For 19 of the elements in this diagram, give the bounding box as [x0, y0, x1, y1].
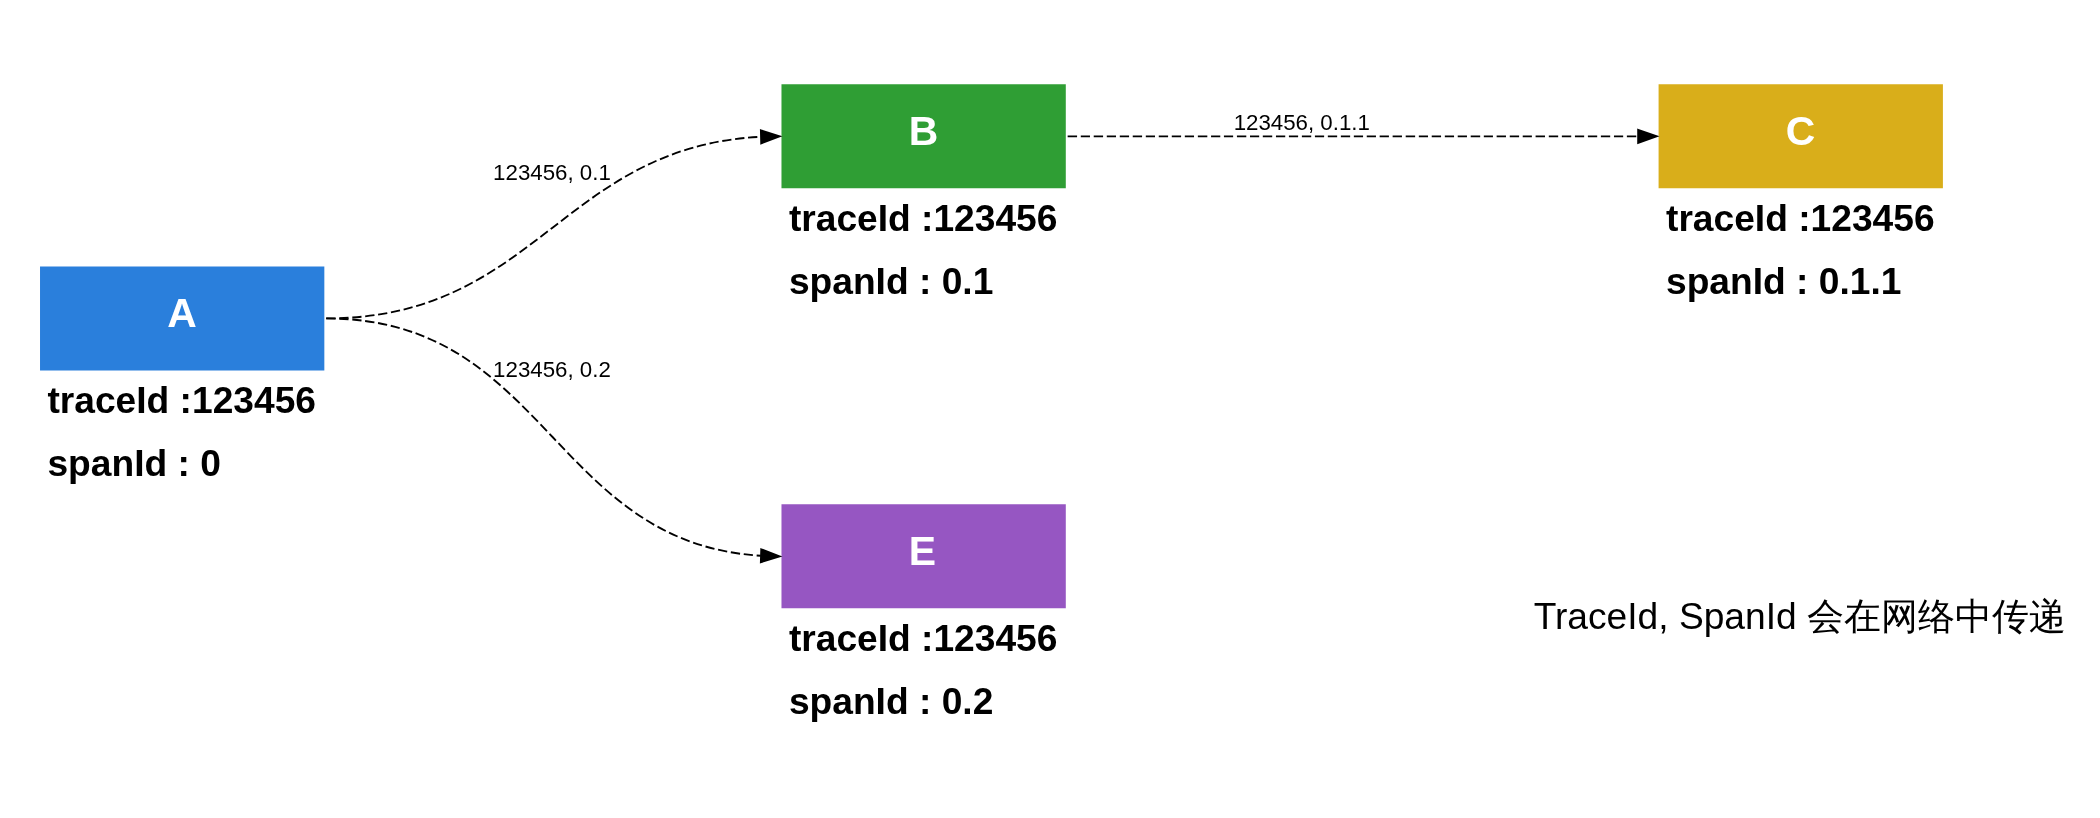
label: TraceId, SpanId 会在网络中传递 — [1533, 594, 2066, 637]
node-label: spanId : 0.2 — [788, 679, 994, 722]
node-box: C — [1658, 83, 1943, 188]
edge-label: 123456, 0.2 — [493, 356, 611, 382]
node-label: traceId :123456 — [788, 616, 1058, 659]
node-label: spanId : 0 — [47, 441, 221, 484]
edge-label: 123456, 0.1.1 — [1233, 109, 1370, 135]
edge-label: 123456, 0.1 — [493, 159, 611, 185]
node-box: E — [781, 503, 1066, 608]
node-label: traceId :123456 — [47, 378, 316, 421]
arrow — [325, 317, 783, 564]
node-label: traceId :123456 — [788, 196, 1058, 239]
node-box: B — [781, 83, 1066, 188]
node-label: spanId : 0.1.1 — [1666, 259, 1902, 302]
arrow — [325, 128, 783, 319]
node-label: spanId : 0.1 — [788, 259, 994, 302]
node-label: traceId :123456 — [1666, 196, 1935, 239]
arrow — [1066, 128, 1660, 144]
node-box: A — [40, 265, 325, 370]
